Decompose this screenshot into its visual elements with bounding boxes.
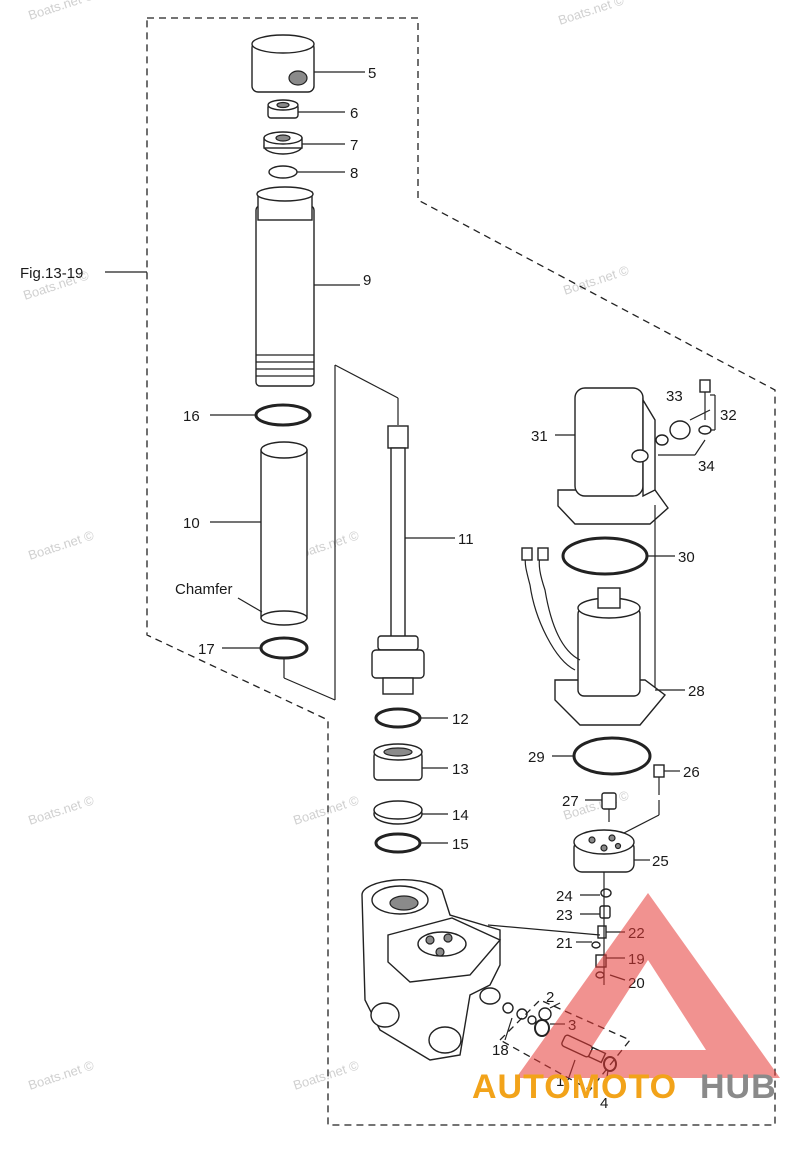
watermarks: Boats.net © Boats.net © Boats.net © Boat… (21, 0, 631, 1093)
callout-28: 28 (688, 683, 705, 700)
part-9-cylinder (255, 186, 315, 387)
callout-27: 27 (562, 793, 579, 810)
part-26-bolt (653, 764, 665, 795)
callout-21: 21 (556, 935, 573, 952)
part-33-fitting (655, 420, 691, 446)
callout-11: 11 (458, 531, 474, 548)
callout-2: 2 (546, 989, 554, 1006)
callout-8: 8 (350, 165, 358, 182)
part-31-motor-cover (557, 387, 669, 525)
callout-18: 18 (492, 1042, 509, 1059)
watermark: Boats.net © (26, 792, 96, 827)
figure-reference: Fig.13-19 (20, 265, 83, 282)
part-15-o-ring (374, 832, 422, 854)
part-13-piston (373, 743, 423, 781)
callout-12: 12 (452, 711, 469, 728)
callout-33: 33 (666, 388, 683, 405)
watermark: Boats.net © (556, 0, 626, 28)
part-24-ball (600, 888, 612, 898)
part-14-seal (373, 800, 423, 825)
part-22-valve (597, 925, 607, 939)
part-7-washer (263, 131, 303, 155)
watermark: Boats.net © (26, 527, 96, 562)
logo-text-automoto: AUTOMOTO (472, 1068, 677, 1106)
part-11-piston-rod (371, 425, 425, 695)
callout-26: 26 (683, 764, 700, 781)
callout-29: 29 (528, 749, 545, 766)
part-30-o-ring (561, 536, 649, 576)
callout-6: 6 (350, 105, 358, 122)
part-10-tube (260, 441, 308, 626)
callout-13: 13 (452, 761, 469, 778)
callout-4: 4 (600, 1095, 608, 1112)
callout-1: 1 (556, 1073, 564, 1090)
callout-32: 32 (720, 407, 737, 424)
part-2-o-ring (538, 1007, 552, 1021)
callout-31: 31 (531, 428, 548, 445)
automotohub-logo: AUTOMOTO HUB (472, 893, 780, 1106)
part-23-valve (599, 905, 611, 919)
callout-25: 25 (652, 853, 669, 870)
watermark: Boats.net © (291, 792, 361, 827)
part-27-plug (601, 792, 617, 822)
callout-16: 16 (183, 408, 200, 425)
part-8-o-ring (268, 165, 298, 179)
callout-5: 5 (368, 65, 376, 82)
part-28-motor (521, 547, 667, 726)
watermark: Boats.net © (26, 0, 96, 23)
watermark: Boats.net © (561, 262, 631, 297)
callout-14: 14 (452, 807, 469, 824)
part-5-cap (251, 34, 315, 93)
logo-triangle-icon (516, 893, 780, 1078)
callout-23: 23 (556, 907, 573, 924)
part-32-bolt (698, 379, 712, 435)
part-21-ball (591, 941, 601, 949)
part-17-o-ring (259, 636, 309, 660)
part-16-o-ring (254, 403, 312, 427)
callout-34: 34 (698, 458, 715, 475)
callout-24: 24 (556, 888, 573, 905)
callout-30: 30 (678, 549, 695, 566)
part-6-nut (267, 99, 299, 119)
part-25-pump (573, 829, 635, 873)
part-29-o-ring (572, 736, 652, 776)
callout-10: 10 (183, 515, 200, 532)
callout-7: 7 (350, 137, 358, 154)
watermark: Boats.net © (291, 1057, 361, 1092)
callout-17: 17 (198, 641, 215, 658)
callout-15: 15 (452, 836, 469, 853)
logo-text-hub: HUB (700, 1068, 777, 1106)
watermark: Boats.net © (26, 1057, 96, 1092)
callout-9: 9 (363, 272, 371, 289)
chamfer-label: Chamfer (175, 581, 233, 598)
part-3-o-ring (534, 1019, 550, 1037)
part-12-o-ring (374, 707, 422, 729)
part-18-seals (502, 1002, 537, 1025)
pump-housing (361, 879, 502, 1061)
